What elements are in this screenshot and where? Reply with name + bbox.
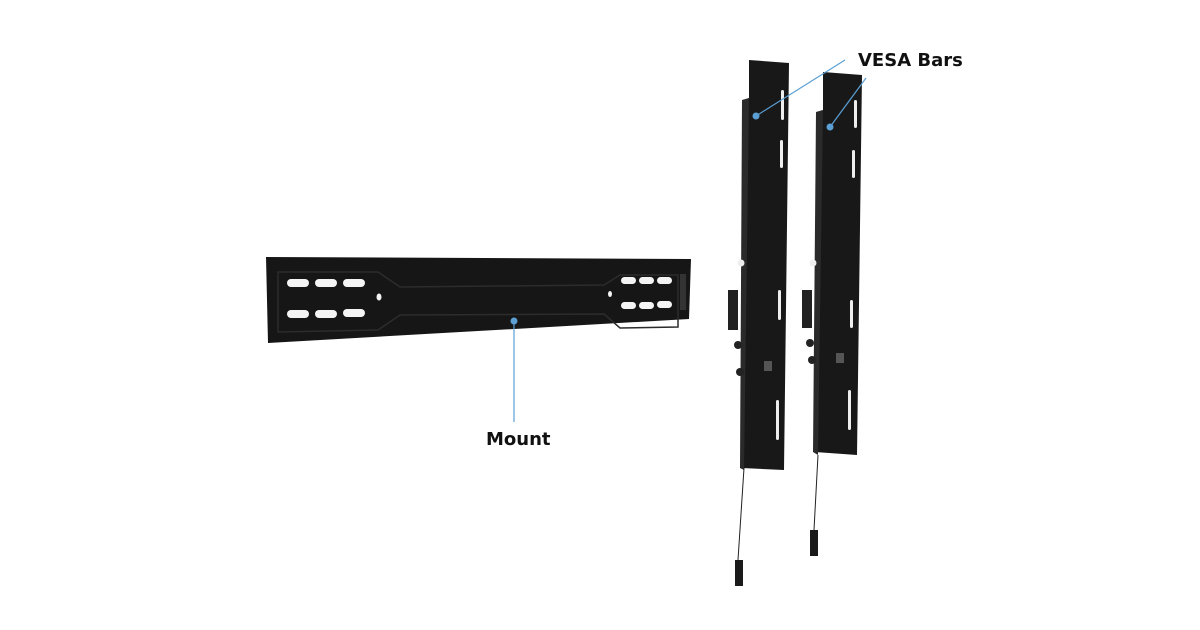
mount-label: Mount <box>486 429 551 450</box>
mount-plate <box>266 257 691 343</box>
vesa-bar-left <box>728 60 789 586</box>
vesa-bars-callout <box>752 59 867 131</box>
mount-slots <box>287 277 672 318</box>
vesa-bar-right <box>802 72 862 556</box>
vesa-bars-label: VESA Bars <box>858 50 963 71</box>
mount-callout <box>510 317 518 422</box>
